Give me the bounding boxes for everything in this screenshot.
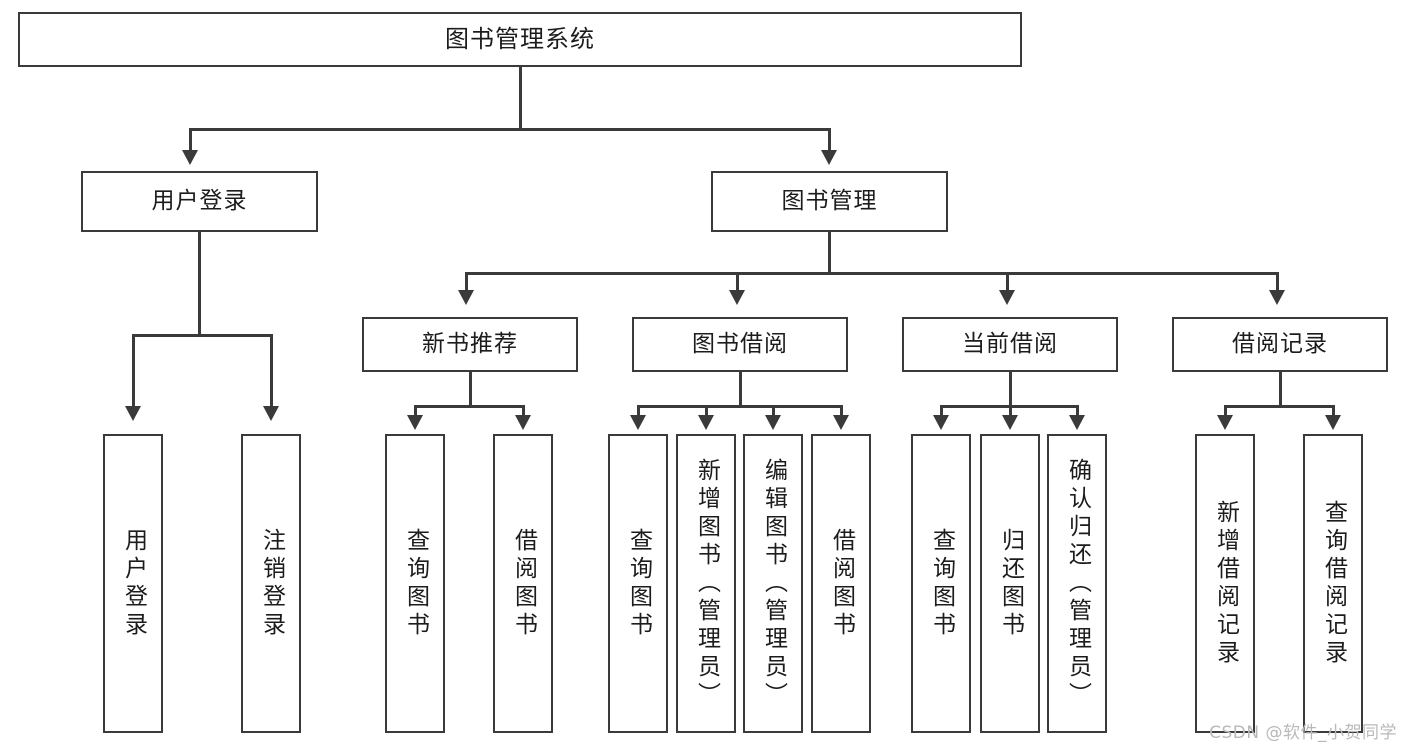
connector-bb-bus (638, 405, 843, 408)
node-new-book-recommend[interactable]: 新书推荐 (362, 317, 578, 372)
arrowhead-user-login-to-leaf-1 (125, 406, 141, 421)
watermark-text: CSDN @软件_小贺同学 (1209, 723, 1397, 743)
arrowhead-cb-to-leaf-1 (933, 415, 949, 430)
node-leaf-query-book-cb[interactable]: 查询图书 (911, 434, 971, 733)
connector-nbr-to-leaf-2 (522, 405, 525, 417)
node-leaf-query-borrow-record[interactable]: 查询借阅记录 (1303, 434, 1363, 733)
node-leaf-edit-book-admin[interactable]: 编辑图书（管理员） (743, 434, 803, 733)
node-label: 图书借阅 (692, 330, 788, 357)
node-label: 用户登录 (151, 187, 248, 214)
arrowhead-nbr-to-leaf-2 (515, 415, 531, 430)
node-user-login[interactable]: 用户登录 (81, 171, 318, 232)
node-borrow-record[interactable]: 借阅记录 (1172, 317, 1388, 372)
arrowhead-cb-to-leaf-2 (1002, 415, 1018, 430)
connector-cb-to-leaf-3 (1076, 405, 1079, 417)
connector-br-stem (1279, 372, 1282, 407)
connector-bm-to-new-book (465, 272, 468, 292)
connector-root-bus (190, 128, 830, 131)
arrowhead-br-to-leaf-1 (1217, 415, 1233, 430)
node-leaf-user-login[interactable]: 用户登录 (103, 434, 163, 733)
node-leaf-borrow-book-nbr[interactable]: 借阅图书 (493, 434, 553, 733)
connector-user-login-to-leaf-2 (270, 334, 273, 408)
arrowhead-br-to-leaf-2 (1325, 415, 1341, 430)
arrowhead-bb-to-leaf-3 (765, 415, 781, 430)
connector-book-management-stem (828, 232, 831, 274)
connector-cb-stem (1009, 372, 1012, 407)
node-label: 图书管理 (781, 187, 878, 214)
arrowhead-bm-to-current-borrow (999, 290, 1015, 305)
connector-bb-to-leaf-2 (705, 405, 708, 417)
node-label: 新书推荐 (422, 330, 518, 357)
arrowhead-root-to-user-login (182, 150, 198, 165)
node-label: 用户登录 (120, 527, 147, 640)
connector-br-to-leaf-1 (1224, 405, 1227, 417)
connector-root-to-user-login (189, 128, 192, 153)
connector-user-login-to-leaf-1 (132, 334, 135, 408)
connector-br-bus (1225, 405, 1335, 408)
node-leaf-logout[interactable]: 注销登录 (241, 434, 301, 733)
connector-cb-to-leaf-1 (940, 405, 943, 417)
node-current-borrow[interactable]: 当前借阅 (902, 317, 1118, 372)
arrowhead-bb-to-leaf-1 (630, 415, 646, 430)
arrowhead-bb-to-leaf-4 (833, 415, 849, 430)
arrowhead-bm-to-book-borrow (729, 290, 745, 305)
node-label: 查询图书 (402, 527, 429, 640)
connector-bb-to-leaf-1 (637, 405, 640, 417)
connector-br-to-leaf-2 (1332, 405, 1335, 417)
arrowhead-bm-to-borrow-record (1269, 290, 1285, 305)
arrowhead-user-login-to-leaf-2 (263, 406, 279, 421)
connector-nbr-to-leaf-1 (414, 405, 417, 417)
connector-root-to-book-management (828, 128, 831, 153)
node-label: 查询图书 (625, 527, 652, 640)
node-label: 借阅记录 (1232, 330, 1328, 357)
node-label: 当前借阅 (962, 330, 1058, 357)
node-label: 新增借阅记录 (1212, 499, 1239, 668)
arrowhead-bb-to-leaf-2 (698, 415, 714, 430)
node-root-book-management-system[interactable]: 图书管理系统 (18, 12, 1022, 67)
node-leaf-confirm-return-admin[interactable]: 确认归还（管理员） (1047, 434, 1107, 733)
connector-bb-to-leaf-3 (772, 405, 775, 417)
arrowhead-bm-to-new-book (458, 290, 474, 305)
node-leaf-query-book-nbr[interactable]: 查询图书 (385, 434, 445, 733)
arrowhead-cb-to-leaf-3 (1069, 415, 1085, 430)
connector-bb-stem (739, 372, 742, 407)
node-leaf-add-book-admin[interactable]: 新增图书（管理员） (676, 434, 736, 733)
node-label: 编辑图书（管理员） (760, 457, 787, 710)
node-label: 查询图书 (928, 527, 955, 640)
arrowhead-root-to-book-management (821, 150, 837, 165)
connector-bm-to-borrow-record (1276, 272, 1279, 292)
node-leaf-query-book-bb[interactable]: 查询图书 (608, 434, 668, 733)
connector-cb-to-leaf-2 (1009, 405, 1012, 417)
connector-bb-to-leaf-4 (840, 405, 843, 417)
connector-root-stem (519, 67, 522, 130)
connector-user-login-bus (133, 334, 273, 337)
node-label: 查询借阅记录 (1320, 499, 1347, 668)
connector-nbr-bus (415, 405, 525, 408)
connector-nbr-stem (469, 372, 472, 407)
connector-user-login-stem (198, 232, 201, 336)
node-label: 借阅图书 (828, 527, 855, 640)
node-book-management[interactable]: 图书管理 (711, 171, 948, 232)
node-leaf-borrow-book-bb[interactable]: 借阅图书 (811, 434, 871, 733)
connector-book-management-bus (466, 272, 1278, 275)
node-label: 确认归还（管理员） (1064, 457, 1091, 710)
connector-bm-to-current-borrow (1006, 272, 1009, 292)
arrowhead-nbr-to-leaf-1 (407, 415, 423, 430)
node-leaf-add-borrow-record[interactable]: 新增借阅记录 (1195, 434, 1255, 733)
node-label: 图书管理系统 (445, 25, 595, 54)
node-leaf-return-book[interactable]: 归还图书 (980, 434, 1040, 733)
node-label: 借阅图书 (510, 527, 537, 640)
node-label: 注销登录 (258, 527, 285, 640)
connector-bm-to-book-borrow (736, 272, 739, 292)
node-book-borrow[interactable]: 图书借阅 (632, 317, 848, 372)
node-label: 新增图书（管理员） (693, 457, 720, 710)
node-label: 归还图书 (997, 527, 1024, 640)
